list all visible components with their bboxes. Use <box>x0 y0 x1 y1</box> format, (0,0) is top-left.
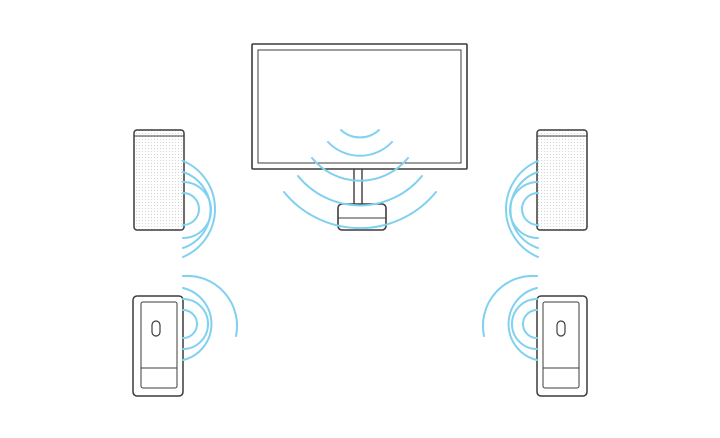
soundbar-hub-icon <box>337 203 387 231</box>
tv-wireless-waves-icon <box>283 129 437 230</box>
front-left-speaker-icon <box>133 129 185 231</box>
rear-right-speaker-icon <box>536 295 588 397</box>
rear-left-wireless-waves-icon <box>182 274 239 361</box>
television-icon <box>251 43 468 205</box>
rear-left-speaker-icon <box>132 295 184 397</box>
front-right-wireless-waves-icon <box>505 160 539 258</box>
front-right-speaker-icon <box>536 129 588 231</box>
front-left-wireless-waves-icon <box>182 160 216 258</box>
rear-right-wireless-waves-icon <box>481 274 538 361</box>
